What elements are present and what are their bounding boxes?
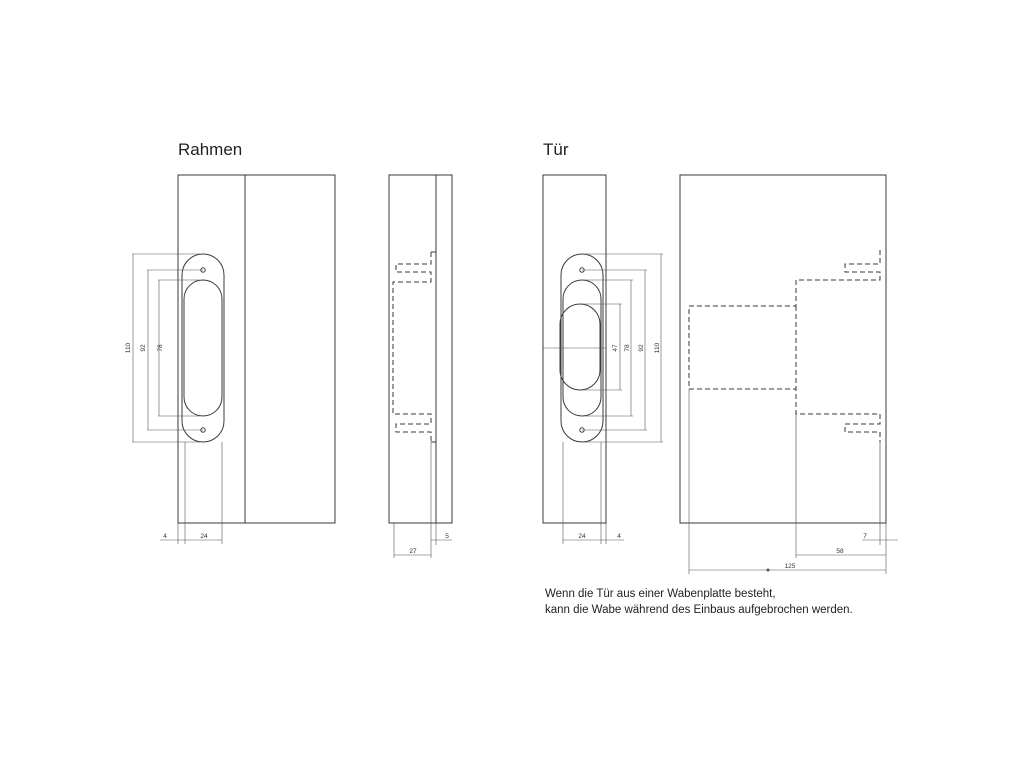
frame-dim-78: 78 xyxy=(157,344,164,352)
frame-side-hidden-recess xyxy=(392,252,432,442)
door-hinge-body xyxy=(559,303,601,391)
frame-front-view: 110 92 78 4 24 xyxy=(125,174,336,544)
door-dim-78: 78 xyxy=(624,344,631,352)
door-side-dim-7: 7 xyxy=(863,533,867,540)
door-side-dim-125: 125 xyxy=(785,563,796,570)
note-line-2: kann die Wabe während des Einbaus aufgeb… xyxy=(545,604,853,616)
frame-hinge-plate xyxy=(181,253,225,443)
frame-dim-92: 92 xyxy=(140,344,147,352)
frame-side-outline xyxy=(388,174,453,524)
door-title: Tür xyxy=(543,140,569,159)
dimension-reference-dot xyxy=(766,568,770,572)
door-side-hidden-recess xyxy=(688,250,881,523)
door-side-view: 7 58 125 xyxy=(679,174,898,574)
door-dim-47: 47 xyxy=(612,344,619,352)
frame-side-dim-5: 5 xyxy=(445,533,449,540)
door-dim-24: 24 xyxy=(578,533,586,540)
door-side-outline xyxy=(679,174,887,524)
frame-title: Rahmen xyxy=(178,140,242,159)
frame-front-outline xyxy=(177,174,336,524)
frame-side-dim-27: 27 xyxy=(409,548,417,555)
door-dim-92: 92 xyxy=(638,344,645,352)
frame-front-horizontal-dimensions: 4 24 xyxy=(160,442,223,544)
frame-side-view: 27 5 xyxy=(388,174,453,558)
note-line-1: Wenn die Tür aus einer Wabenplatte beste… xyxy=(545,588,776,600)
door-dim-110: 110 xyxy=(654,342,661,353)
door-front-horizontal-dimensions: 24 4 xyxy=(562,442,624,544)
frame-dim-110: 110 xyxy=(125,342,132,353)
door-front-view: 47 78 92 110 24 4 xyxy=(542,174,663,544)
frame-hinge-recess xyxy=(183,279,223,417)
door-front-vertical-dimensions: 47 78 92 110 xyxy=(582,253,663,443)
frame-front-vertical-dimensions: 110 92 78 xyxy=(125,253,203,443)
door-side-horizontal-dimensions: 7 58 125 xyxy=(688,389,898,574)
door-front-outline xyxy=(542,174,607,524)
door-dim-4: 4 xyxy=(617,533,621,540)
frame-dim-4: 4 xyxy=(163,533,167,540)
door-side-dim-58: 58 xyxy=(836,548,844,555)
frame-dim-24: 24 xyxy=(200,533,208,540)
